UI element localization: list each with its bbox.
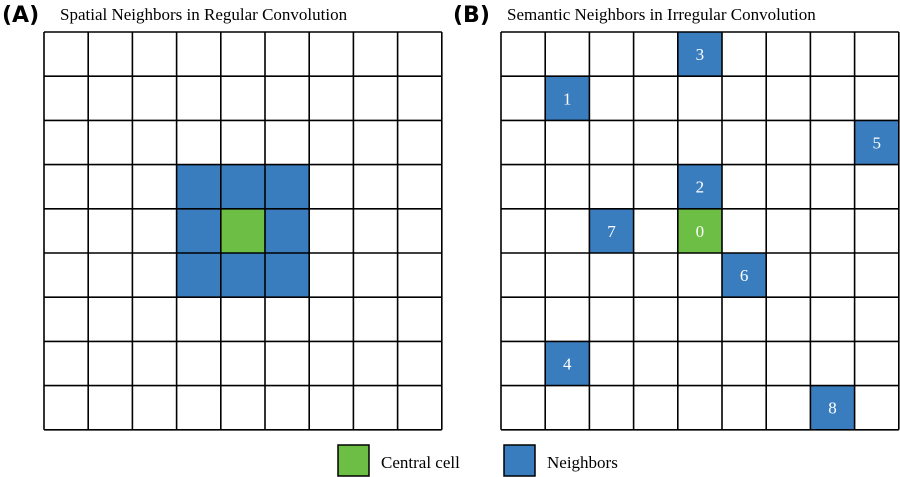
legend-swatch-neighbors bbox=[503, 444, 536, 477]
neighbor-cell bbox=[176, 253, 221, 298]
neighbor-cell bbox=[265, 164, 310, 209]
cell-label: 8 bbox=[828, 399, 837, 418]
panel-a-letter: (A) bbox=[2, 3, 39, 28]
cell-label: 7 bbox=[607, 222, 616, 241]
neighbor-cell bbox=[722, 253, 767, 298]
cell-label: 5 bbox=[872, 134, 881, 153]
cell-label: 6 bbox=[740, 266, 749, 285]
panel-b-grid: 3 1 5 2 7 0 6 4 8 bbox=[500, 31, 900, 431]
neighbor-cell bbox=[677, 32, 722, 77]
neighbor-cell bbox=[545, 76, 590, 121]
panel-a-grid bbox=[43, 31, 443, 431]
cell-label: 1 bbox=[563, 89, 572, 108]
cell-label: 2 bbox=[696, 178, 705, 197]
neighbor-cell bbox=[265, 208, 310, 253]
neighbor-cell bbox=[545, 341, 590, 386]
neighbor-cell bbox=[220, 164, 265, 209]
legend-swatch-central bbox=[337, 444, 370, 477]
neighbor-cell bbox=[176, 208, 221, 253]
neighbor-cell bbox=[854, 120, 899, 165]
neighbor-cell bbox=[677, 164, 722, 209]
central-cell bbox=[220, 208, 265, 253]
cell-label: 0 bbox=[696, 222, 705, 241]
panel-a-title: Spatial Neighbors in Regular Convolution bbox=[60, 5, 348, 24]
legend-label-neighbors: Neighbors bbox=[547, 453, 618, 472]
central-cell bbox=[677, 208, 722, 253]
neighbor-cell bbox=[589, 208, 634, 253]
neighbor-cell bbox=[265, 253, 310, 298]
cell-label: 4 bbox=[563, 355, 572, 374]
neighbor-cell bbox=[810, 385, 855, 430]
neighbor-cell bbox=[176, 164, 221, 209]
legend: Central cell Neighbors bbox=[337, 444, 618, 477]
panel-b-letter: (B) bbox=[453, 3, 490, 28]
legend-label-central: Central cell bbox=[381, 453, 460, 472]
panel-b-title: Semantic Neighbors in Irregular Convolut… bbox=[507, 5, 816, 24]
neighbor-cell bbox=[220, 253, 265, 298]
cell-label: 3 bbox=[696, 45, 705, 64]
